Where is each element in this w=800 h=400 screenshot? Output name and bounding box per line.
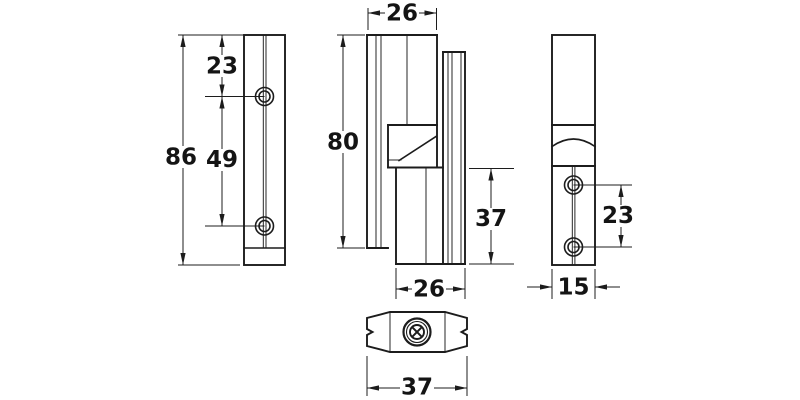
arrowhead-up bbox=[618, 185, 624, 197]
dim-plan-width: 37 bbox=[366, 356, 468, 400]
dimension-value: 26 bbox=[413, 277, 445, 303]
arrowhead-down bbox=[488, 252, 494, 264]
dimension-text-bg bbox=[601, 205, 635, 227]
side-leaf-strip bbox=[442, 51, 466, 265]
screw-inner-ring bbox=[409, 324, 425, 340]
side-hinge-arm bbox=[387, 124, 444, 169]
dimension-text-bg bbox=[164, 146, 198, 168]
dim-side-bottom-width: 26 bbox=[395, 268, 466, 303]
dimension-value: 15 bbox=[557, 275, 589, 301]
back-knuckle-arc bbox=[550, 138, 597, 148]
arrowhead-right bbox=[455, 385, 467, 391]
screw-outer-ring bbox=[402, 317, 432, 347]
back-view-body bbox=[550, 34, 597, 266]
arrowhead-right bbox=[540, 284, 552, 290]
dimension-text-bg bbox=[385, 2, 419, 24]
dim-front-hole-spacing: 49 bbox=[205, 96, 265, 227]
arrowhead-up bbox=[340, 35, 346, 47]
dim-back-hole-spacing: 23 bbox=[573, 184, 635, 248]
arrowhead-right bbox=[453, 286, 465, 292]
dimension-text-bg bbox=[474, 208, 508, 230]
dim-side-top-width: 26 bbox=[367, 1, 437, 30]
dim-front-top-hole-offset: 23 bbox=[205, 35, 265, 97]
arrowhead-up bbox=[488, 168, 494, 181]
side-frame-part bbox=[366, 34, 438, 249]
arrowhead-right bbox=[424, 10, 437, 16]
dimension-text-bg bbox=[412, 278, 446, 300]
arrowhead-left bbox=[396, 286, 408, 292]
dimension-value: 49 bbox=[206, 147, 238, 173]
dimension-value: 26 bbox=[386, 1, 418, 27]
arrowhead-up bbox=[180, 35, 186, 47]
dim-side-frame-height: 80 bbox=[326, 34, 365, 249]
side-lower-block bbox=[395, 166, 466, 265]
dimension-value: 23 bbox=[602, 203, 634, 229]
dimension-text-bg bbox=[326, 131, 360, 153]
arm-diagonal-lever bbox=[397, 135, 438, 162]
arrowhead-up bbox=[219, 96, 225, 109]
dim-back-depth: 15 bbox=[527, 269, 620, 301]
arrowhead-up bbox=[219, 35, 225, 47]
arrowhead-down bbox=[219, 214, 225, 226]
dimension-value: 80 bbox=[327, 130, 359, 156]
front-body-outline bbox=[243, 34, 286, 266]
dimension-text-bg bbox=[205, 55, 239, 77]
arrowhead-left bbox=[367, 385, 379, 391]
screw-head bbox=[402, 317, 432, 347]
arrowhead-down bbox=[180, 253, 186, 265]
dimension-value: 23 bbox=[206, 54, 238, 80]
screw-middle-ring bbox=[405, 320, 429, 344]
plan-view: 37 bbox=[366, 311, 468, 400]
dim-front-total-height: 86 bbox=[164, 34, 244, 266]
dim-side-leaf-height: 37 bbox=[469, 168, 514, 265]
arrowhead-left bbox=[595, 284, 607, 290]
dimension-value: 37 bbox=[475, 206, 507, 232]
arrowhead-down bbox=[618, 235, 624, 247]
dimension-value: 86 bbox=[165, 145, 197, 171]
dimension-value: 37 bbox=[401, 375, 433, 400]
side-view: 26 80 37 26 bbox=[326, 1, 514, 303]
back-view: 23 15 bbox=[527, 34, 635, 301]
arrowhead-left bbox=[368, 10, 380, 16]
back-body-outline bbox=[551, 34, 596, 266]
phillips-cross-icon bbox=[411, 326, 423, 338]
front-view-body bbox=[243, 34, 286, 266]
front-view: 86 23 49 bbox=[164, 34, 286, 266]
dimension-text-bg bbox=[400, 376, 434, 398]
arrowhead-down bbox=[219, 84, 225, 97]
arrowhead-down bbox=[340, 236, 346, 248]
dimension-text-bg bbox=[205, 149, 239, 171]
